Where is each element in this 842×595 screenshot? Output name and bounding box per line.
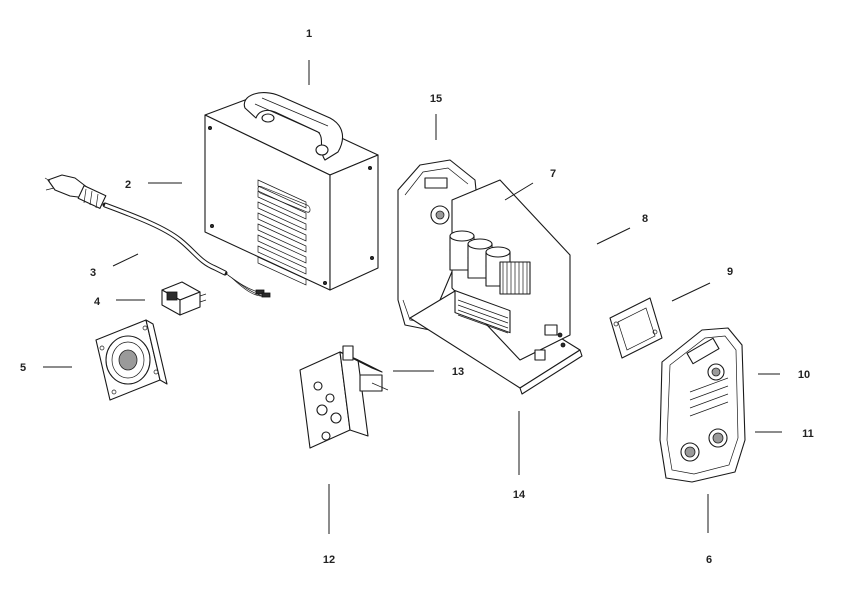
callout-8: 8 [642, 213, 648, 225]
callout-labels: 1 2 3 4 5 6 7 8 9 10 11 12 13 14 15 [20, 28, 814, 566]
callout-2: 2 [125, 179, 131, 191]
gasket-plate-part [609, 297, 663, 359]
heatsink [454, 261, 531, 334]
callout-10: 10 [798, 369, 810, 381]
callout-15: 15 [430, 93, 442, 105]
callout-9: 9 [727, 266, 733, 278]
vent-slots [257, 179, 307, 286]
callout-1: 1 [306, 28, 312, 40]
inner-bracket-part [299, 345, 389, 449]
callout-5: 5 [20, 362, 26, 374]
callout-7: 7 [550, 168, 556, 180]
fan-part [95, 319, 168, 401]
callout-4: 4 [94, 296, 101, 308]
callout-12: 12 [323, 554, 335, 566]
callout-3: 3 [90, 267, 96, 279]
front-panel-part [659, 327, 746, 483]
chassis-assembly-part [397, 159, 583, 395]
housing-cover-part [204, 92, 379, 291]
callout-14: 14 [513, 489, 526, 501]
power-cord-part [44, 174, 271, 298]
leader-lines [43, 60, 782, 534]
rocker-switch-part [161, 281, 207, 316]
callout-11: 11 [802, 428, 814, 440]
callout-13: 13 [452, 366, 464, 378]
callout-6: 6 [706, 554, 712, 566]
